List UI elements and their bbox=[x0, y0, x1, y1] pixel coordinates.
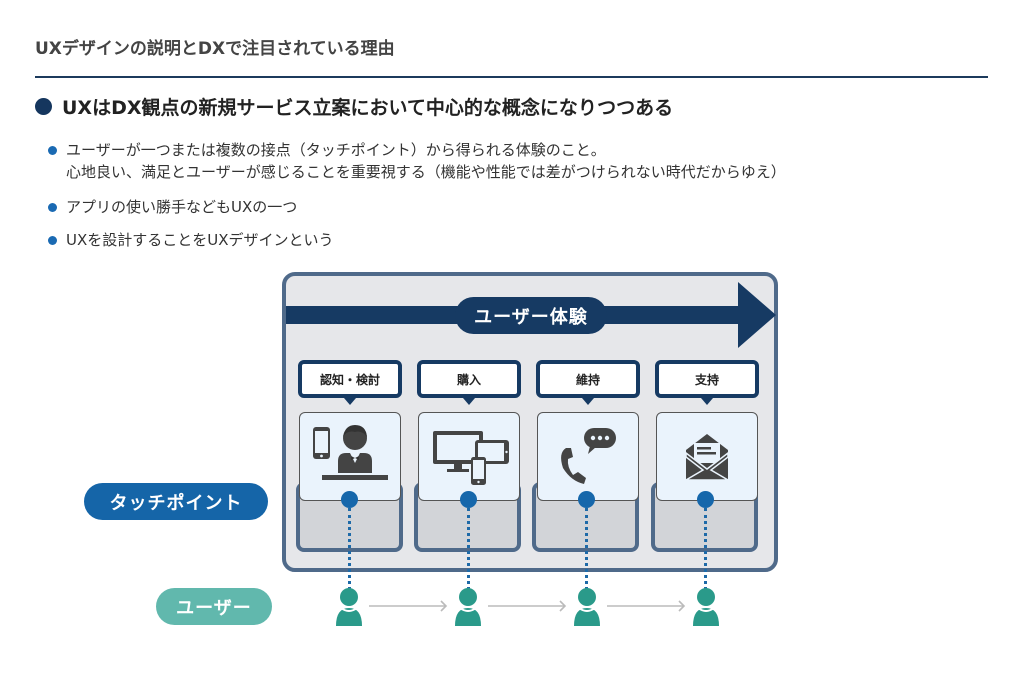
bullet-text-line: ユーザーが一つまたは複数の接点（タッチポイント）から得られる体験のこと。 bbox=[66, 141, 606, 159]
page-title: UXデザインの説明とDXで注目されている理由 bbox=[35, 39, 395, 59]
bullet-dot-icon bbox=[48, 146, 57, 155]
flow-arrow-icon bbox=[607, 600, 686, 612]
multi-device-icon bbox=[433, 431, 509, 485]
bullet-text-line: アプリの使い勝手などもUXの一つ bbox=[66, 198, 298, 216]
touchpoint-dot bbox=[697, 491, 714, 508]
touchpoint-dot bbox=[460, 491, 477, 508]
bullet-item: UXを設計することをUXデザインという bbox=[48, 229, 334, 251]
stage-label-purchase: 購入 bbox=[417, 360, 521, 405]
bullet-dot-icon bbox=[48, 236, 57, 245]
bullet-item: ユーザーが一つまたは複数の接点（タッチポイント）から得られる体験のこと。 心地良… bbox=[48, 139, 786, 183]
touchpoint-card-retention bbox=[537, 412, 639, 501]
user-icon bbox=[455, 588, 481, 626]
open-envelope-icon bbox=[683, 434, 731, 481]
title-divider bbox=[35, 76, 988, 78]
touchpoint-dot bbox=[341, 491, 358, 508]
touchpoint-card-awareness bbox=[299, 412, 401, 501]
bullet-text-line: 心地良い、満足とユーザーが感じることを重要視する（機能や性能では差がつけられない… bbox=[66, 163, 786, 181]
stage-label-retention: 維持 bbox=[536, 360, 640, 405]
touchpoint-connector bbox=[467, 508, 470, 590]
bullet-item: アプリの使い勝手などもUXの一つ bbox=[48, 196, 297, 218]
stage-label-awareness: 認知・検討 bbox=[298, 360, 402, 405]
heading-bullet-icon bbox=[35, 98, 52, 115]
stage-label-text: 維持 bbox=[575, 372, 600, 387]
bullet-text-line: UXを設計することをUXデザインという bbox=[66, 231, 334, 249]
phone-and-chat-icon bbox=[561, 428, 616, 484]
touchpoint-card-support bbox=[656, 412, 758, 501]
heading-text: UXはDX観点の新規サービス立案において中心的な概念になりつつある bbox=[62, 97, 674, 119]
user-icon bbox=[574, 588, 600, 626]
flow-arrow-icon bbox=[488, 600, 567, 612]
smartphone-and-receptionist-icon bbox=[313, 425, 388, 480]
flow-arrow-icon bbox=[369, 600, 448, 612]
callout-tip-icon bbox=[344, 398, 356, 405]
stage-label-text: 支持 bbox=[694, 372, 719, 387]
touchpoint-connector bbox=[585, 508, 588, 590]
stage-label-text: 認知・検討 bbox=[319, 372, 380, 387]
user-icon bbox=[693, 588, 719, 626]
callout-tip-icon bbox=[582, 398, 594, 405]
stage-label-support: 支持 bbox=[655, 360, 759, 405]
user-icon bbox=[336, 588, 362, 626]
touchpoint-dot bbox=[578, 491, 595, 508]
touchpoint-card-purchase bbox=[418, 412, 520, 501]
callout-tip-icon bbox=[701, 398, 713, 405]
stage-label-text: 購入 bbox=[456, 372, 481, 387]
touchpoint-connector bbox=[348, 508, 351, 590]
touchpoint-label: タッチポイント bbox=[84, 483, 268, 520]
callout-tip-icon bbox=[463, 398, 475, 405]
user-label: ユーザー bbox=[156, 588, 272, 625]
section-heading: UXはDX観点の新規サービス立案において中心的な概念になりつつある bbox=[35, 93, 673, 120]
user-experience-label: ユーザー体験 bbox=[455, 297, 607, 334]
touchpoint-connector bbox=[704, 508, 707, 590]
bullet-dot-icon bbox=[48, 203, 57, 212]
